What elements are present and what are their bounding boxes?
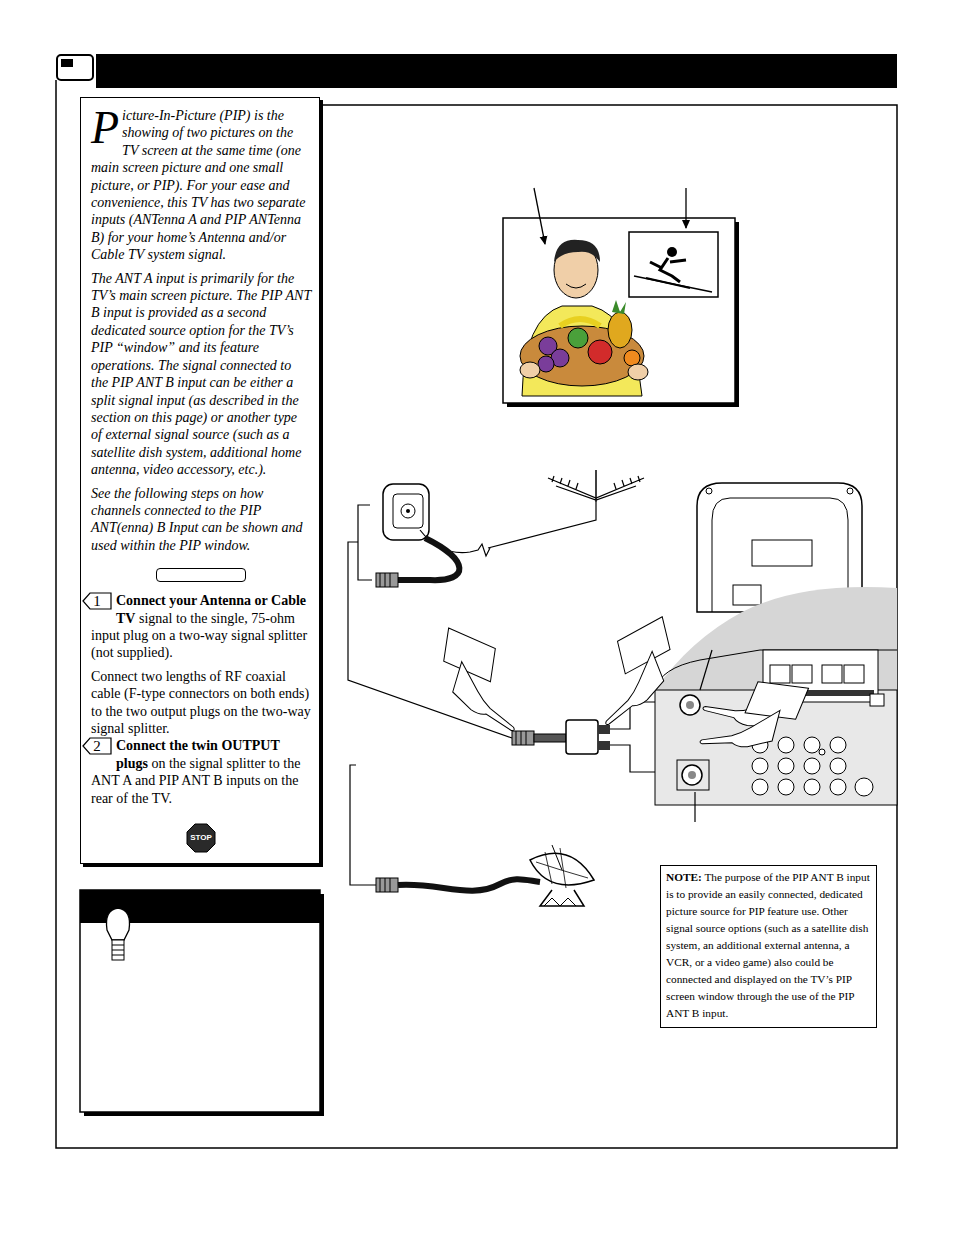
step-callout: 2 — [82, 737, 112, 755]
tv-icon — [57, 55, 93, 80]
cable-outlet — [383, 484, 429, 540]
text: Connect two lengths of RF coaxial cable … — [91, 668, 311, 738]
coax-cable — [398, 538, 459, 580]
paragraph: 1Connect your Antenna or Cable TV signal… — [91, 592, 311, 662]
text: The ANT A input is primarily for the TV’… — [91, 270, 311, 479]
main-picture — [503, 218, 735, 403]
pointing-hand — [570, 609, 697, 730]
pointer-arrow — [534, 188, 545, 244]
satellite-dish — [530, 845, 594, 906]
tip-box — [80, 890, 320, 1112]
title-bar — [96, 54, 897, 88]
paragraph: NOTE: The purpose of the PIP ANT B input… — [666, 869, 870, 1022]
pointing-hand — [418, 620, 546, 737]
signal-splitter — [512, 720, 610, 754]
blank-button-outline — [156, 568, 246, 582]
leader-line — [700, 650, 712, 690]
f-connector — [376, 573, 398, 587]
leader-line — [694, 792, 695, 822]
coax-cable — [398, 879, 540, 891]
bracket-line — [358, 505, 372, 580]
home-antenna — [488, 470, 644, 548]
text: The purpose of the PIP ANT B input is to… — [666, 871, 870, 1019]
lightbulb-icon — [95, 898, 141, 960]
bracket-line — [350, 765, 378, 885]
pointing-hand — [696, 678, 812, 750]
pointer-arrow — [685, 188, 686, 228]
tv-icon-screen — [61, 59, 73, 67]
text: See the following steps on how channels … — [91, 485, 311, 555]
f-connector — [376, 878, 398, 892]
text: 1 — [93, 594, 101, 609]
pip-window — [629, 232, 718, 297]
text: Picture-In-Picture (PIP) is the showing … — [91, 107, 311, 264]
stop-sign: STOP — [186, 823, 216, 853]
skier — [634, 247, 712, 292]
paragraph: 2Connect the twin OUTPUT plugs on the si… — [91, 737, 311, 807]
jack-panel — [655, 650, 897, 805]
page-frame — [56, 80, 897, 1148]
text: NOTE: — [666, 871, 702, 883]
note-box: NOTE: The purpose of the PIP ANT B input… — [660, 865, 877, 1028]
text: STOP — [190, 834, 212, 842]
zoom-region — [655, 587, 897, 805]
text: 2 — [93, 739, 101, 754]
instruction-panel: Picture-In-Picture (PIP) is the showing … — [80, 97, 320, 864]
step-callout: 1 — [82, 592, 112, 610]
